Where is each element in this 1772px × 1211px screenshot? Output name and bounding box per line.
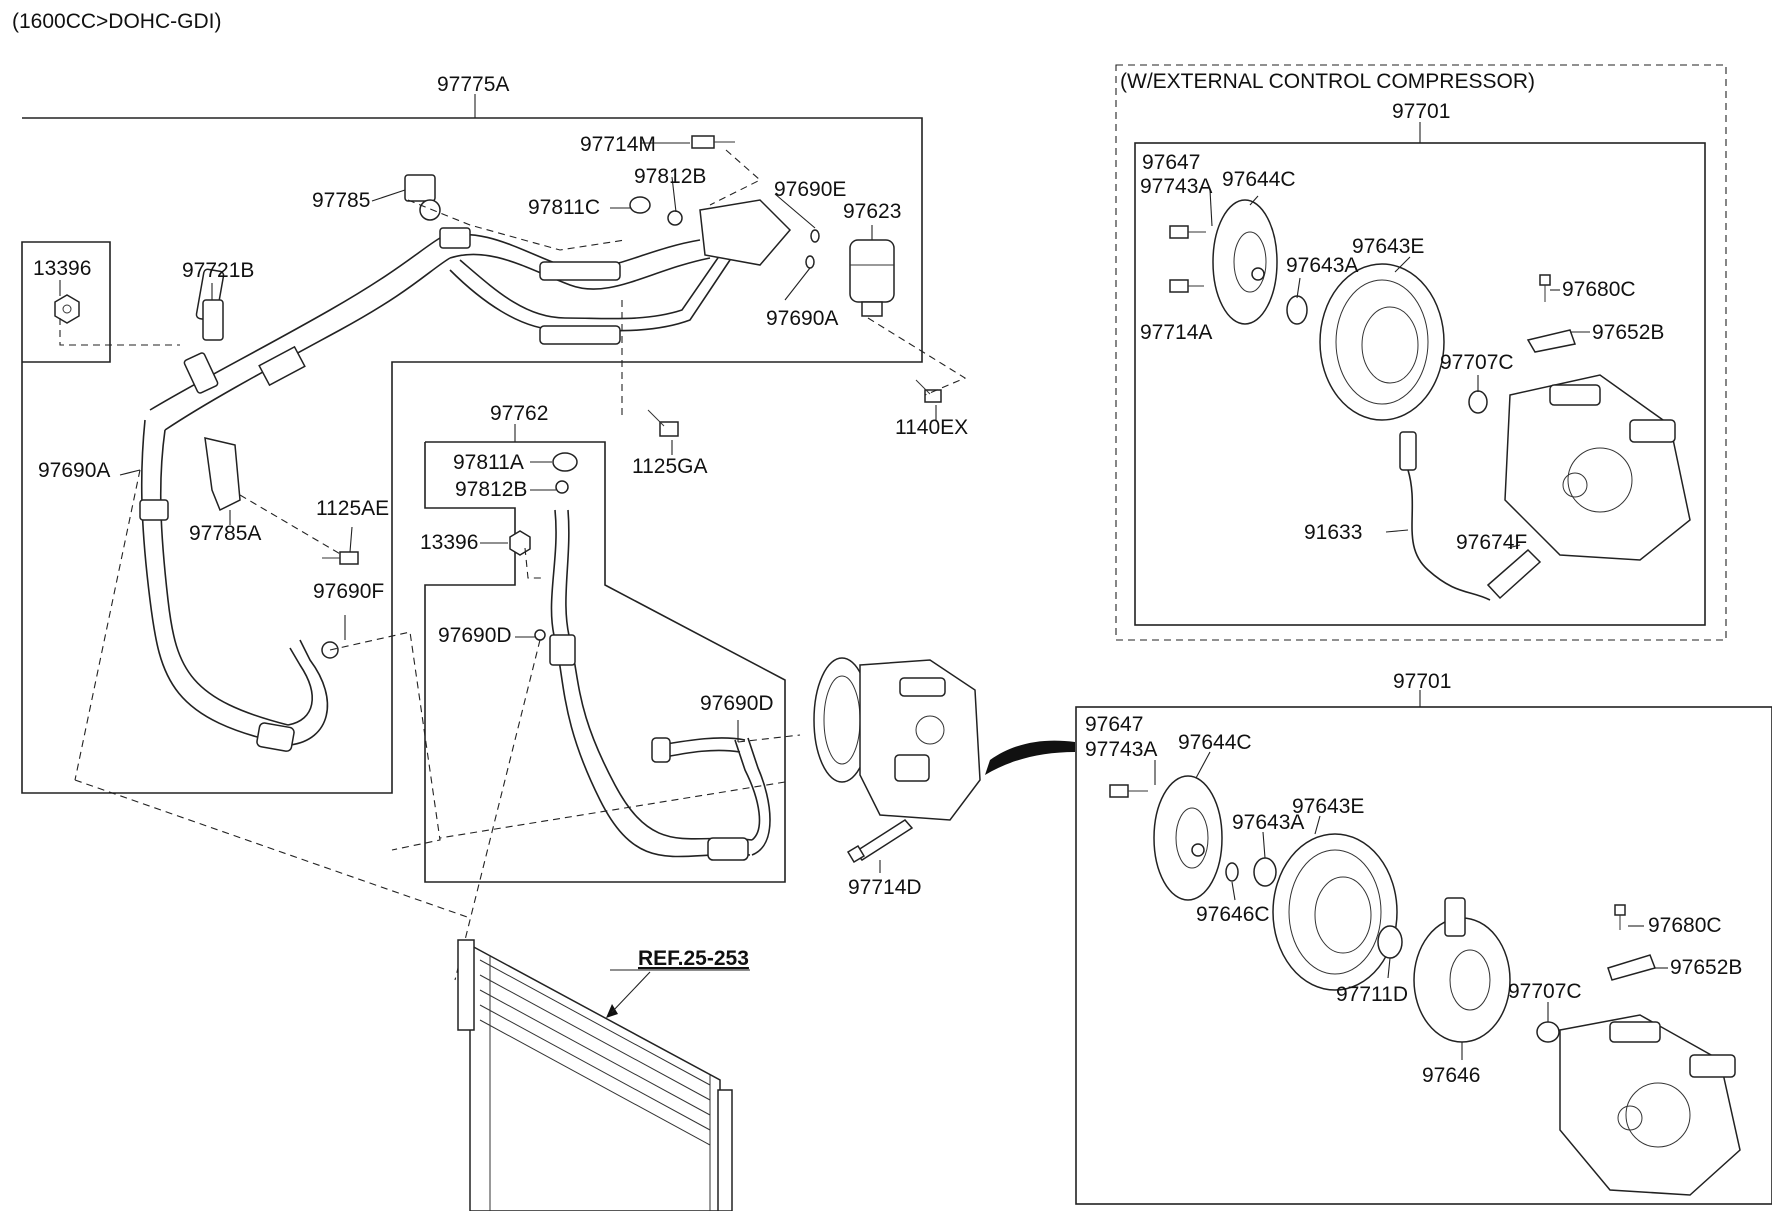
label-97762: 97762 xyxy=(490,402,548,425)
label-97721B: 97721B xyxy=(182,259,254,282)
label-97714A-upper: 97714A xyxy=(1140,321,1212,344)
label-97775A: 97775A xyxy=(437,73,509,96)
label-97680C-upper: 97680C xyxy=(1562,278,1636,301)
condenser: REF.25-253 xyxy=(457,939,750,1211)
label-97690D-right: 97690D xyxy=(700,692,774,715)
label-1125GA: 1125GA xyxy=(632,455,708,478)
label-97707C-upper: 97707C xyxy=(1440,351,1514,374)
label-97785: 97785 xyxy=(312,189,370,212)
label-13396-mid: 13396 xyxy=(420,531,478,554)
label-97714D: 97714D xyxy=(848,876,922,899)
label-97680C-lower: 97680C xyxy=(1648,914,1722,937)
hose-assembly-97775A: 97775A xyxy=(21,73,968,919)
frame-external-control xyxy=(1115,64,1727,641)
label-97701-lower: 97701 xyxy=(1393,670,1451,693)
label-97811C: 97811C xyxy=(528,196,600,219)
label-97743A-upper: 97743A xyxy=(1140,175,1212,198)
label-97643E-lower: 97643E xyxy=(1292,795,1364,818)
frame-97701-lower xyxy=(1075,706,1772,1205)
label-97644C-upper: 97644C xyxy=(1222,168,1296,191)
label-97690A-left: 97690A xyxy=(38,459,110,482)
label-1125AE: 1125AE xyxy=(316,497,389,520)
receiver-97623 xyxy=(849,239,895,303)
discharge-hose-97762: 97762 97811A 97812B 13396 97690D 97690D xyxy=(420,402,801,981)
label-97643A-lower: 97643A xyxy=(1232,811,1304,834)
label-97674F: 97674F xyxy=(1456,531,1527,554)
label-97623: 97623 xyxy=(843,200,901,223)
label-97647-lower: 97647 xyxy=(1085,713,1143,736)
label-97652B-upper: 97652B xyxy=(1592,321,1664,344)
label-97690A-top: 97690A xyxy=(766,307,838,330)
label-97643E-upper: 97643E xyxy=(1352,235,1424,258)
label-97690F: 97690F xyxy=(313,580,384,603)
label-97644C-lower: 97644C xyxy=(1178,731,1252,754)
label-97707C-lower: 97707C xyxy=(1508,980,1582,1003)
label-97646C: 97646C xyxy=(1196,903,1270,926)
frame-97775A xyxy=(21,117,923,794)
compressor-main: 97714D xyxy=(813,657,1075,899)
label-1140EX: 1140EX xyxy=(895,416,968,439)
label-97785A: 97785A xyxy=(189,522,261,545)
label-97646: 97646 xyxy=(1422,1064,1480,1087)
label-97812B-top: 97812B xyxy=(634,165,706,188)
ref-25-253: REF.25-253 xyxy=(638,947,749,970)
external-control-note: (W/EXTERNAL CONTROL COMPRESSOR) xyxy=(1120,70,1535,93)
label-97690E: 97690E xyxy=(774,178,846,201)
compressor-group-lower: 97701 xyxy=(1075,670,1772,1205)
label-97701-upper: 97701 xyxy=(1392,100,1450,123)
label-97811A: 97811A xyxy=(453,451,524,474)
label-97711D: 97711D xyxy=(1336,983,1408,1006)
label-97743A-lower: 97743A xyxy=(1085,738,1157,761)
label-97652B-lower: 97652B xyxy=(1670,956,1742,979)
external-control-compressor-group: (W/EXTERNAL CONTROL COMPRESSOR) 97701 xyxy=(1115,64,1727,641)
label-97647-upper: 97647 xyxy=(1142,151,1200,174)
engine-note: (1600CC>DOHC-GDI) xyxy=(12,10,221,33)
frame-97762 xyxy=(424,441,786,883)
label-13396-left: 13396 xyxy=(33,257,91,280)
label-91633: 91633 xyxy=(1304,521,1362,544)
label-97714M: 97714M xyxy=(580,133,656,156)
label-97643A-upper: 97643A xyxy=(1286,254,1358,277)
label-97690D-left: 97690D xyxy=(438,624,512,647)
label-97812B-mid: 97812B xyxy=(455,478,527,501)
